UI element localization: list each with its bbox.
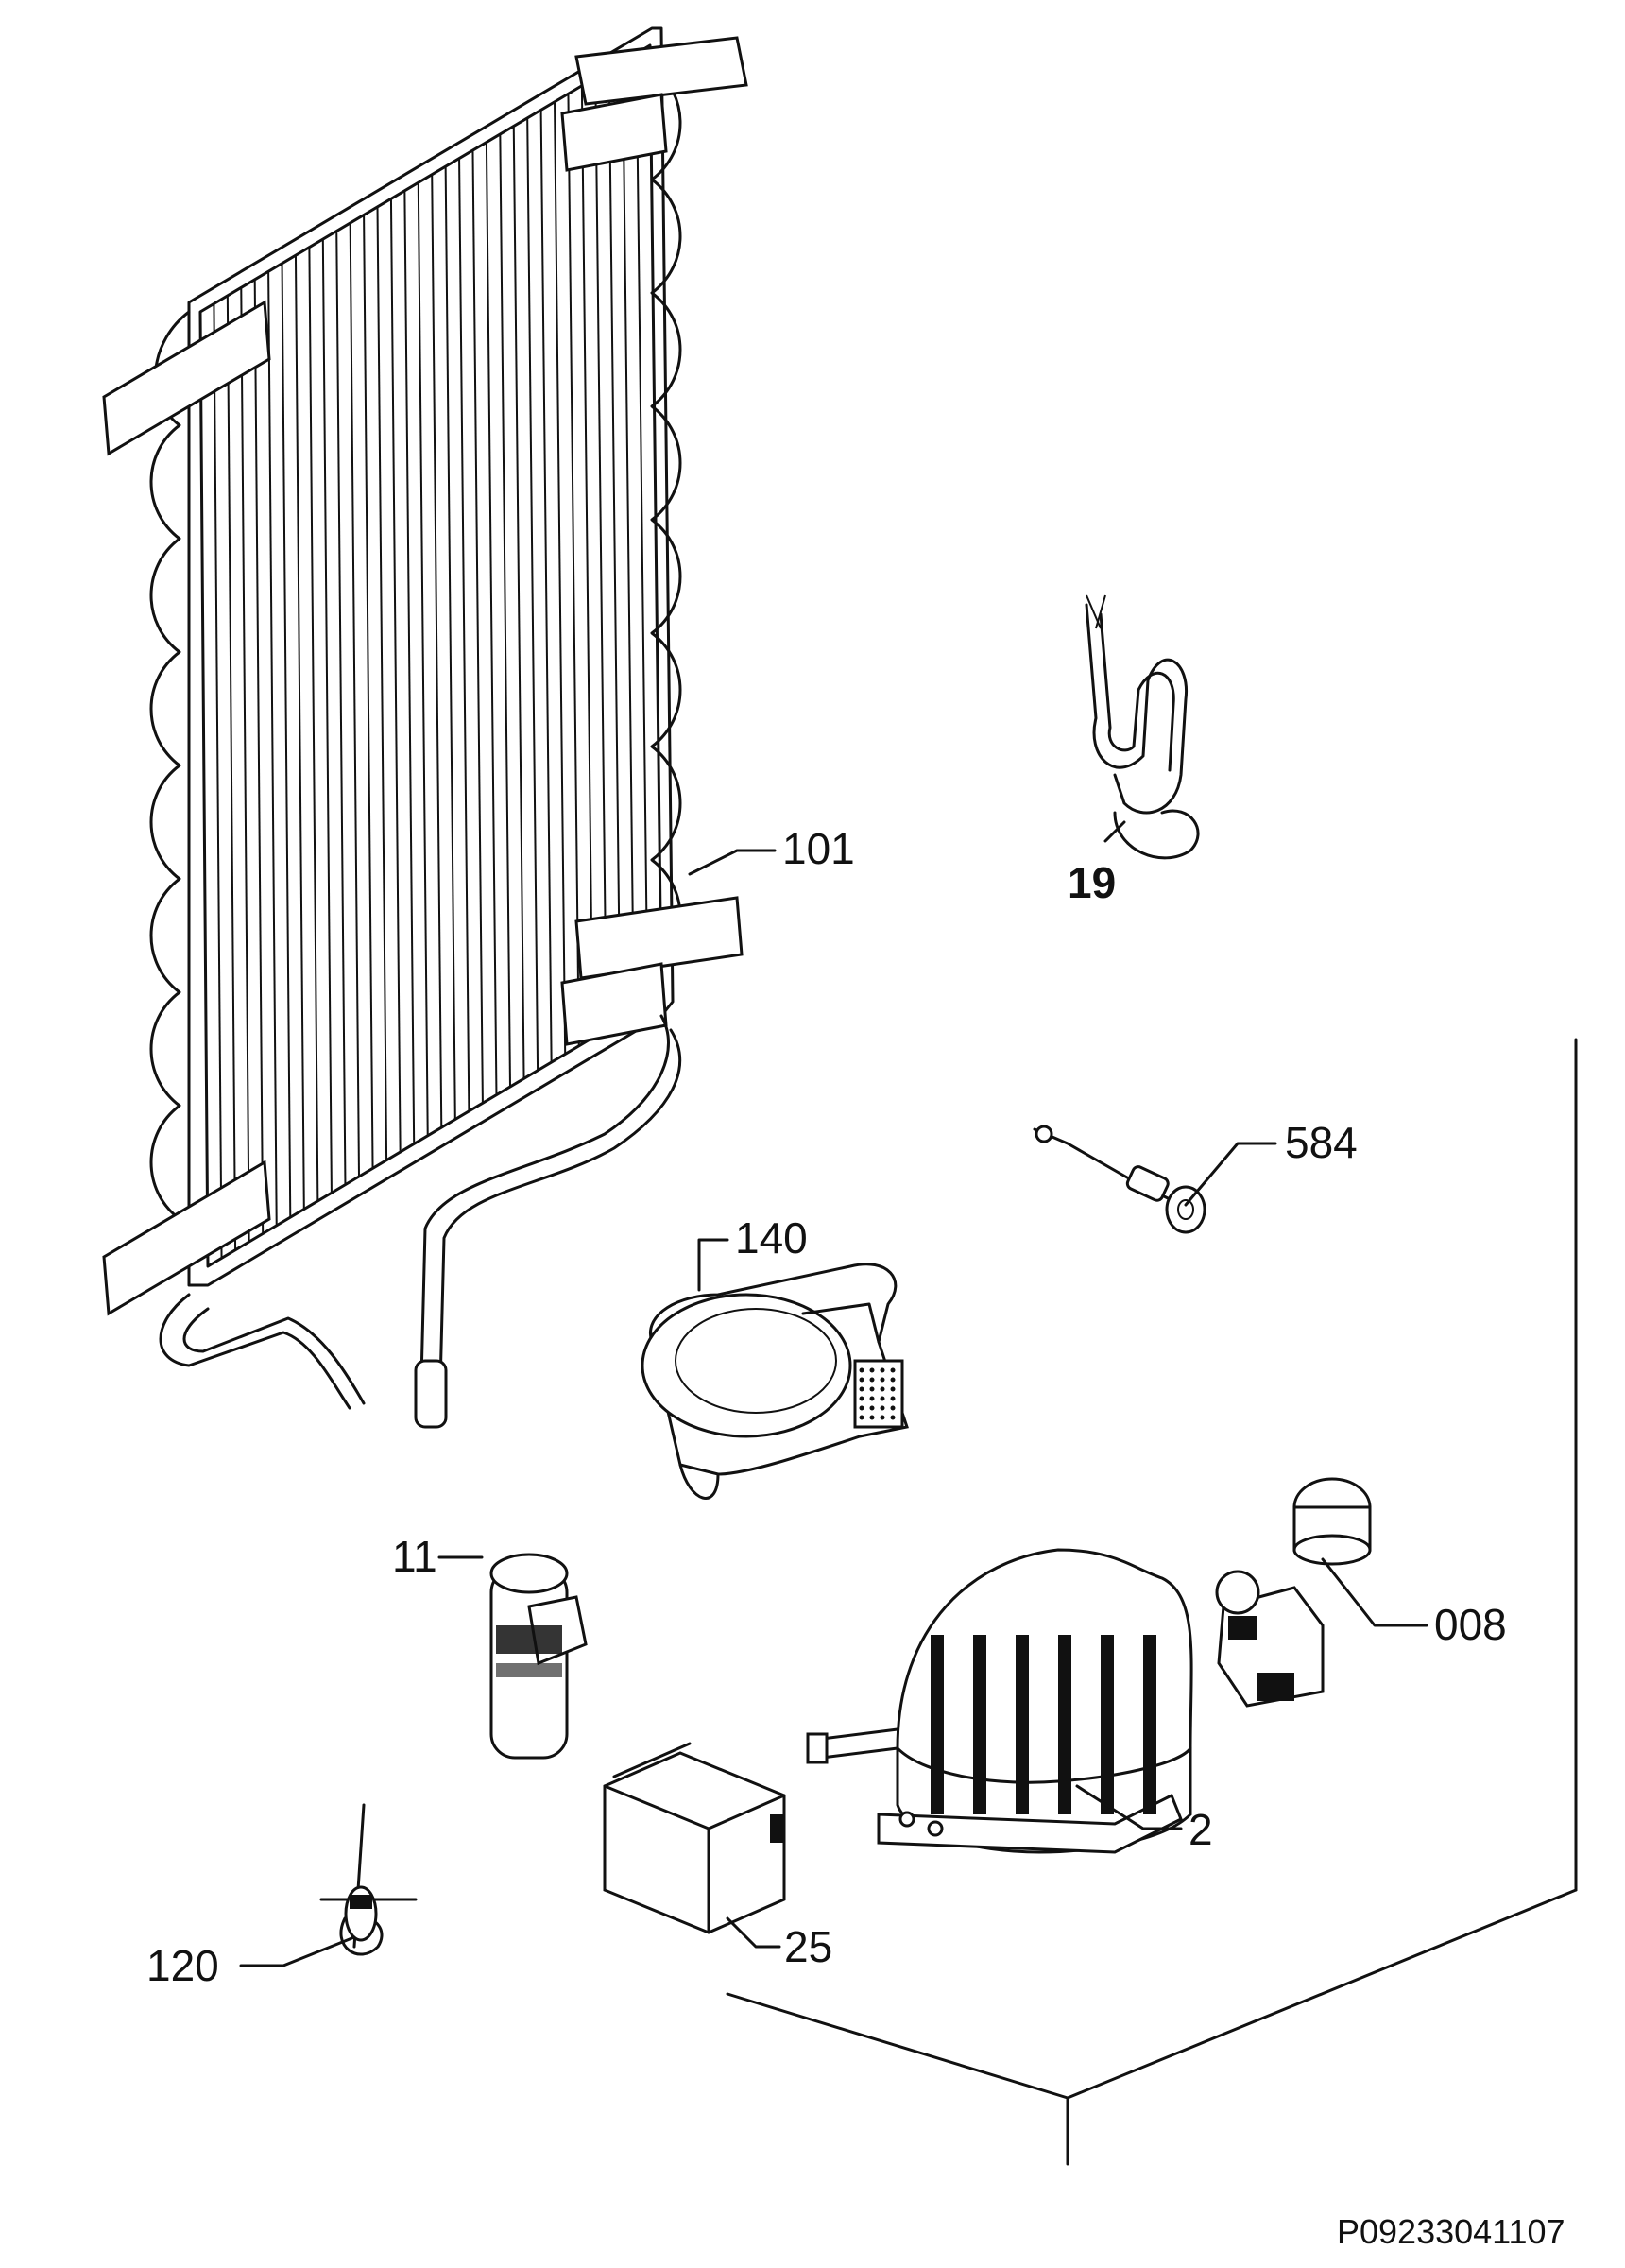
condenser-wire (349, 222, 360, 1177)
condenser-wire (213, 303, 223, 1259)
condenser-wire (321, 239, 333, 1194)
callout-labels: 101 19 584 140 11 008 2 25 120 (146, 824, 1507, 1990)
condenser-wire (308, 247, 319, 1201)
compressor-shading (1016, 1635, 1029, 1814)
tray-vent-dot (880, 1415, 885, 1420)
callout-101: 101 (782, 824, 855, 873)
tray-vent-dot (869, 1386, 875, 1392)
condenser-wire (580, 85, 594, 1039)
tray-vent-dot (869, 1396, 875, 1401)
tray-vent-dot (869, 1377, 875, 1383)
capacitor-box-part (603, 1742, 786, 1934)
tray-vent-dot (859, 1367, 864, 1373)
tray-vent-dot (859, 1415, 864, 1420)
compressor-shading (1101, 1635, 1114, 1814)
tray-vent-dot (859, 1377, 864, 1383)
callout-140: 140 (735, 1213, 808, 1263)
condenser-wire (499, 133, 511, 1088)
condenser-wire (444, 166, 456, 1120)
condenser-wire (240, 287, 250, 1243)
condenser-wire (635, 53, 649, 1005)
callout-2: 2 (1189, 1805, 1213, 1854)
tray-vent-dot (880, 1367, 885, 1373)
callout-19: 19 (1068, 858, 1116, 907)
condenser-wire (607, 69, 622, 1022)
callout-008: 008 (1434, 1600, 1507, 1649)
condenser-wire (199, 311, 209, 1267)
condenser-wire (554, 101, 567, 1055)
power-cord-part (1085, 594, 1200, 860)
tray-vent-dot (869, 1405, 875, 1411)
tray-vent-dot (890, 1367, 896, 1373)
document-code: P09233041107 (1337, 2212, 1565, 2251)
condenser-wire (335, 231, 347, 1185)
condenser-wire (376, 206, 388, 1160)
condenser-wire (539, 110, 553, 1063)
compressor-tray-part (641, 1263, 909, 1500)
condenser-wire (294, 255, 305, 1210)
tray-vent-dot (890, 1396, 896, 1401)
condenser-wire (389, 198, 402, 1153)
tray-vent-dot (880, 1377, 885, 1383)
tray-vent-dot (890, 1415, 896, 1420)
tray-vent-dot (880, 1396, 885, 1401)
condenser-part (102, 26, 748, 1429)
compressor-shading (931, 1635, 944, 1814)
condenser-wire (526, 117, 539, 1071)
condenser-wire (267, 271, 278, 1226)
condenser-wire (485, 142, 498, 1095)
condenser-wire (281, 263, 292, 1218)
compressor-shading (973, 1635, 986, 1814)
condenser-wire (622, 61, 635, 1014)
tray-vent-dot (890, 1377, 896, 1383)
condenser-wire (458, 158, 470, 1111)
condenser-wire (417, 182, 429, 1136)
callout-25: 25 (784, 1922, 832, 1971)
relay-overload-part (1215, 1477, 1372, 1708)
condenser-wire (594, 77, 607, 1030)
callout-120: 120 (146, 1941, 219, 1990)
callout-584: 584 (1285, 1118, 1358, 1167)
condenser-wire (567, 94, 580, 1046)
tray-vent-dot (859, 1386, 864, 1392)
cabinet-outline (726, 1038, 1578, 2166)
tray-vent-dot (869, 1415, 875, 1420)
tray-vent-dot (859, 1396, 864, 1401)
condenser-wire (226, 295, 237, 1250)
capillary-clamp-part (319, 1803, 418, 1956)
callout-11: 11 (392, 1532, 437, 1581)
leader-lines (239, 820, 1428, 1967)
tray-vent-dot (890, 1386, 896, 1392)
condenser-wire (363, 215, 374, 1169)
tray-vent-dot (859, 1405, 864, 1411)
compressor-shading (1143, 1635, 1156, 1814)
tray-vent-dot (869, 1367, 875, 1373)
compressor-shading (1058, 1635, 1071, 1814)
condenser-wire (253, 279, 265, 1234)
filter-drier-part (489, 1553, 588, 1760)
tray-vent-dot (890, 1405, 896, 1411)
tray-vent-dot (880, 1386, 885, 1392)
sensor-probe-part (1033, 1125, 1206, 1234)
condenser-wire (431, 174, 443, 1128)
tray-vent-dot (880, 1405, 885, 1411)
condenser-wire (403, 190, 416, 1144)
condenser-wire (512, 126, 525, 1079)
condenser-wire (471, 150, 484, 1104)
compressor-part (806, 1548, 1193, 1854)
